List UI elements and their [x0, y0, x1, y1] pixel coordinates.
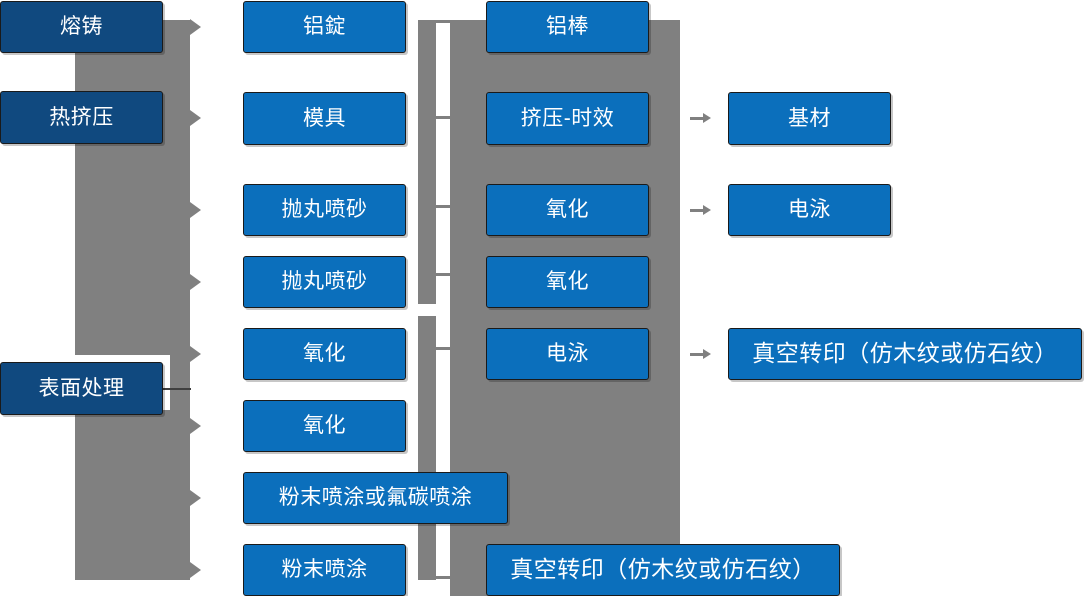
arrow-line-to-electrophoresis: [690, 209, 704, 212]
node-oxidation-col2-2[interactable]: 氧化: [243, 400, 406, 452]
arrow-to-powder-coating: [190, 562, 201, 578]
node-label: 抛丸喷砂: [281, 270, 368, 294]
node-label: 真空转印（仿木纹或仿石纹）: [752, 340, 1058, 367]
arrow-to-ingot: [190, 19, 201, 35]
node-powder-or-fluorocarbon-spray[interactable]: 粉末喷涂或氟碳喷涂: [243, 472, 508, 524]
node-label: 氧化: [546, 198, 589, 222]
node-electrophoresis-col4[interactable]: 电泳: [728, 184, 891, 236]
node-label: 真空转印（仿木纹或仿石纹）: [510, 556, 816, 583]
node-powder-spray[interactable]: 粉末喷涂: [243, 544, 406, 596]
node-label: 熔铸: [60, 15, 103, 39]
arrow-line-to-substrate: [690, 117, 704, 120]
node-hot-extrusion[interactable]: 热挤压: [0, 91, 163, 144]
node-label: 粉末喷涂: [281, 558, 368, 582]
arrow-line-to-vacuum-transfer: [690, 353, 704, 356]
connector-stub-4: [428, 273, 452, 276]
arrow-to-powder-fluorocarbon: [190, 490, 201, 506]
connector-stub-3: [428, 205, 452, 208]
arrow-to-electrophoresis: [703, 205, 711, 215]
node-label: 氧化: [546, 270, 589, 294]
node-label: 电泳: [546, 342, 589, 366]
node-label: 基材: [788, 106, 831, 130]
arrow-to-substrate: [703, 113, 711, 123]
connector-stub-5: [428, 347, 452, 350]
node-label: 热挤压: [49, 105, 114, 129]
arrow-to-vacuum-transfer: [703, 349, 711, 359]
node-label: 电泳: [788, 198, 831, 222]
node-label: 抛丸喷砂: [281, 198, 368, 222]
node-electrophoresis-col3[interactable]: 电泳: [486, 328, 649, 380]
connector-bar-left: [418, 20, 436, 304]
node-oxidation-col3-2[interactable]: 氧化: [486, 256, 649, 308]
node-label: 铝棒: [546, 15, 589, 39]
node-extrusion-aging[interactable]: 挤压-时效: [486, 92, 649, 145]
connector-stub-2: [428, 116, 452, 119]
arrow-to-oxidation-1: [190, 346, 201, 362]
node-shot-blasting-1[interactable]: 抛丸喷砂: [243, 184, 406, 236]
arrow-to-mold: [190, 110, 201, 126]
arrow-to-shotblast-2: [190, 274, 201, 290]
node-shot-blasting-2[interactable]: 抛丸喷砂: [243, 256, 406, 308]
node-aluminum-bar[interactable]: 铝棒: [486, 1, 649, 53]
arrow-to-oxidation-2: [190, 418, 201, 434]
node-mold[interactable]: 模具: [243, 92, 406, 145]
connector-stub-6: [428, 576, 452, 579]
connector-stub-1: [428, 20, 452, 23]
node-label: 模具: [303, 106, 346, 130]
node-vacuum-transfer-col3[interactable]: 真空转印（仿木纹或仿石纹）: [486, 544, 840, 596]
node-surface-treatment[interactable]: 表面处理: [0, 362, 163, 415]
node-label: 粉末喷涂或氟碳喷涂: [278, 486, 473, 510]
node-oxidation-col2-1[interactable]: 氧化: [243, 328, 406, 380]
node-label: 挤压-时效: [520, 106, 615, 130]
arrow-to-shotblast-1: [190, 202, 201, 218]
node-label: 表面处理: [38, 376, 125, 400]
surface-treatment-link-line: [163, 388, 191, 390]
connector-bar-left-lower: [418, 316, 436, 580]
node-label: 铝錠: [303, 15, 346, 39]
node-oxidation-col3-1[interactable]: 氧化: [486, 184, 649, 236]
node-aluminum-ingot[interactable]: 铝錠: [243, 1, 406, 53]
node-label: 氧化: [303, 342, 346, 366]
node-melting-casting[interactable]: 熔铸: [0, 1, 163, 53]
node-label: 氧化: [303, 414, 346, 438]
node-vacuum-transfer-col4[interactable]: 真空转印（仿木纹或仿石纹）: [728, 328, 1082, 380]
node-substrate[interactable]: 基材: [728, 92, 891, 145]
